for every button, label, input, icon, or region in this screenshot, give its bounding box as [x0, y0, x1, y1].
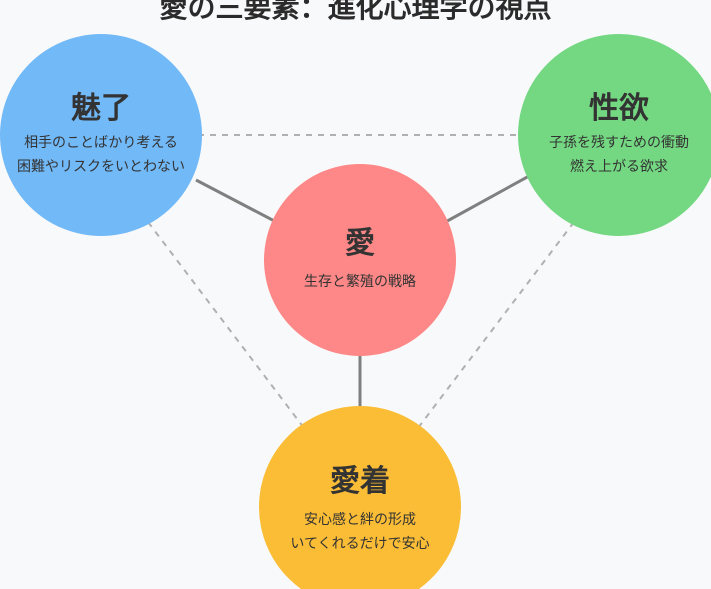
solid-link-lust-love	[439, 168, 541, 227]
lust-node: 性欲 子孫を残すための衝動 燃え上がる欲求	[518, 34, 711, 236]
love-title: 愛	[345, 226, 375, 261]
attachment-title: 愛着	[330, 464, 390, 499]
charm-line-2: 困難やリスクをいとわない	[17, 159, 185, 175]
lust-line-1: 子孫を残すための衝動	[549, 135, 689, 151]
lust-line-2: 燃え上がる欲求	[570, 159, 668, 175]
solid-link-charm-love	[195, 178, 283, 227]
love-line-1: 生存と繁殖の戦略	[304, 274, 416, 290]
charm-title: 魅了	[71, 91, 131, 126]
diagram-title: 愛の三要素：進化心理学の視点	[159, 0, 552, 24]
charm-line-1: 相手のことばかり考える	[24, 135, 178, 151]
love-node: 愛 生存と繁殖の戦略	[264, 164, 456, 356]
attachment-node: 愛着 安心感と絆の形成 いてくれるだけで安心	[259, 406, 461, 589]
attachment-line-1: 安心感と絆の形成	[304, 512, 416, 528]
charm-node: 魅了 相手のことばかり考える 困難やリスクをいとわない	[0, 34, 202, 236]
attachment-line-2: いてくれるだけで安心	[290, 536, 430, 552]
lust-title: 性欲	[589, 91, 649, 126]
